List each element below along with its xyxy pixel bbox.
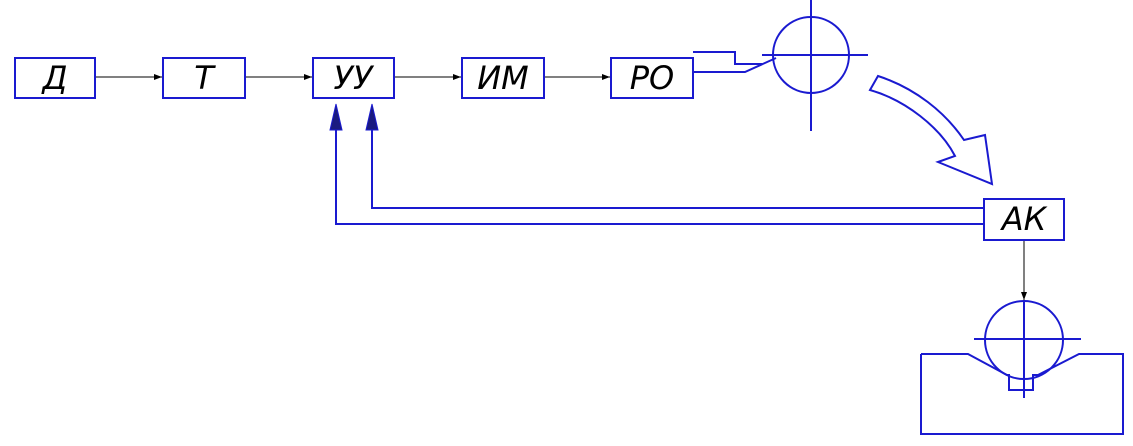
ball-bottom <box>974 300 1081 398</box>
block-uu: УУ <box>312 57 395 99</box>
block-uu-label: УУ <box>334 59 376 97</box>
ball-top <box>762 0 868 131</box>
block-d: Д <box>14 57 96 99</box>
v-block-fixture <box>920 353 1124 435</box>
block-ro-label: РО <box>630 59 674 97</box>
transfer-curved-arrow <box>868 74 994 186</box>
block-t-label: Т <box>194 59 216 97</box>
ro-actuator-arm <box>693 51 777 73</box>
block-im: ИМ <box>461 57 545 99</box>
feedback-lines <box>335 110 984 225</box>
feedback-arrow-left <box>329 103 343 131</box>
block-ak-label: АК <box>1000 200 1048 238</box>
block-ak: АК <box>983 198 1065 241</box>
block-t: Т <box>162 57 246 99</box>
block-ro: РО <box>610 57 694 99</box>
block-im-label: ИМ <box>477 59 529 97</box>
block-d-label: Д <box>41 59 68 97</box>
feedback-arrow-right <box>365 103 379 131</box>
